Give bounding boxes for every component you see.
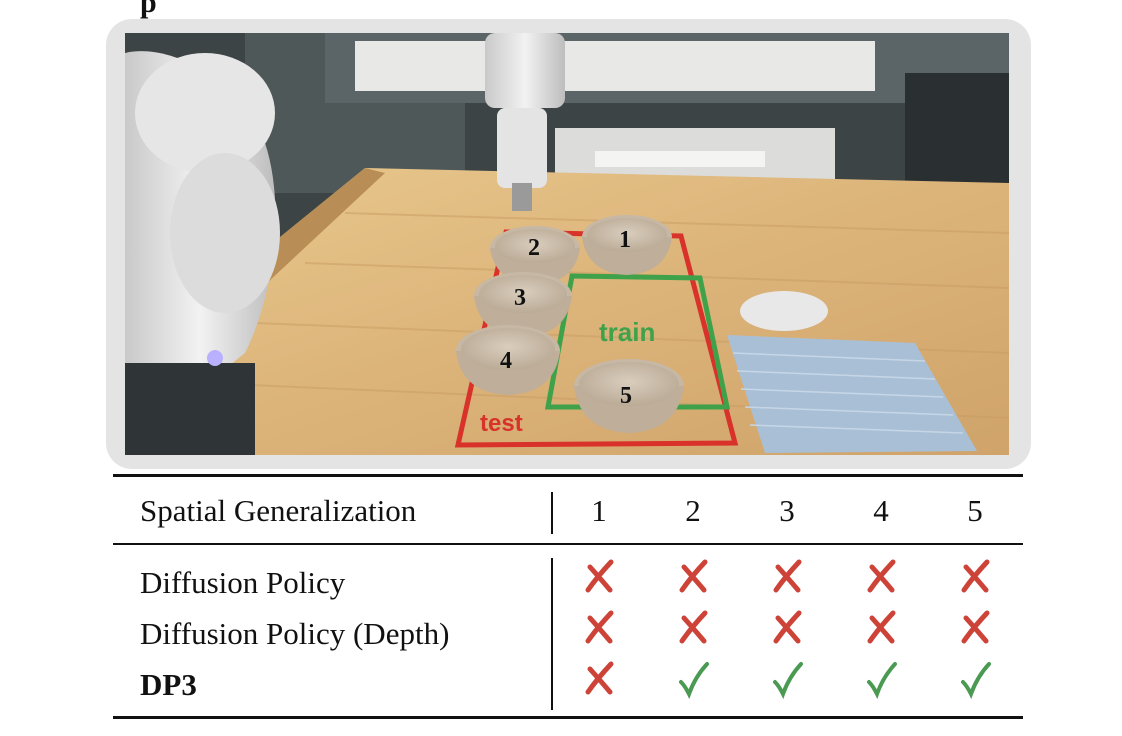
table-header-rule (113, 543, 1023, 545)
cross-icon (861, 557, 901, 597)
cross-icon (767, 557, 807, 597)
cross-icon (579, 659, 619, 699)
table-bottom-rule (113, 716, 1023, 719)
check-icon (955, 659, 995, 700)
row-label-diffusion-policy-depth: Diffusion Policy (Depth) (140, 616, 450, 651)
cross-icon (673, 557, 713, 597)
robot-scene-photo: 1 2 3 4 5 train test (125, 33, 1009, 455)
bowl-label-4: 4 (500, 348, 512, 374)
column-header-1: 1 (591, 493, 607, 528)
row-label-dp3: DP3 (140, 667, 197, 702)
check-icon (673, 659, 713, 700)
column-header-3: 3 (779, 493, 795, 528)
cross-icon (955, 557, 995, 597)
bowl-1 (582, 215, 672, 275)
check-icon (861, 659, 901, 700)
bowl-label-5: 5 (620, 383, 632, 409)
cross-icon (673, 608, 713, 648)
column-header-4: 4 (873, 493, 889, 528)
cross-icon (767, 608, 807, 648)
bowl-5 (574, 359, 684, 433)
header-separator (551, 492, 553, 534)
body-separator (551, 558, 553, 710)
bowl-label-2: 2 (528, 235, 540, 261)
table-header-label: Spatial Generalization (140, 493, 417, 528)
row-label-diffusion-policy: Diffusion Policy (140, 565, 346, 600)
cross-icon (579, 557, 619, 597)
cross-icon (579, 608, 619, 648)
bowl-label-3: 3 (514, 285, 526, 311)
bowl-label-1: 1 (619, 227, 631, 253)
bowl-4 (456, 325, 560, 395)
table-top-rule (113, 474, 1023, 477)
cross-icon (861, 608, 901, 648)
test-label: test (480, 410, 523, 437)
cross-icon (955, 608, 995, 648)
bowl-2 (490, 226, 580, 285)
column-header-5: 5 (967, 493, 983, 528)
bowl-3 (474, 272, 572, 337)
column-header-2: 2 (685, 493, 701, 528)
check-icon (767, 659, 807, 700)
heading-fragment: p (140, 0, 157, 19)
train-label: train (599, 317, 655, 347)
